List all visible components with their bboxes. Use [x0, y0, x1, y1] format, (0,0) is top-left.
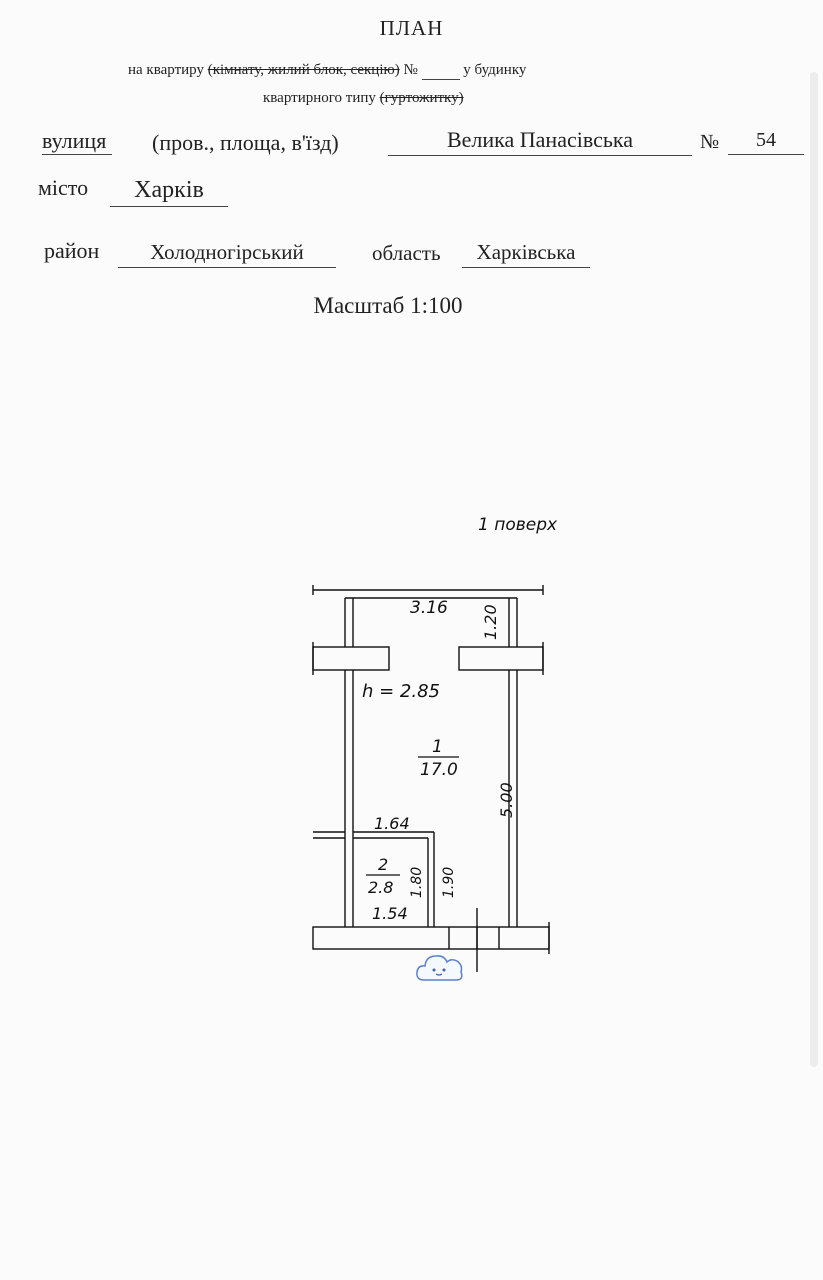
apartment-struck-text: (кімнату, жилий блок, секцію) [207, 62, 400, 78]
street-value: Велика Панасівська [388, 127, 692, 156]
bottom-wall [312, 926, 550, 950]
floor-label: 1 поверх [478, 515, 558, 535]
apartment-number-label: № [403, 62, 418, 78]
ceiling-height: h = 2.85 [362, 681, 440, 702]
apartment-number-blank [421, 62, 460, 80]
apartment-suffix: у будинку [463, 62, 527, 78]
room1-area: 17.0 [420, 760, 458, 780]
street-note: (пров., площа, в'їзд) [152, 130, 339, 155]
room2-area: 2.8 [368, 878, 393, 897]
right-partition [458, 646, 544, 671]
dim-small-top: 1.64 [374, 814, 410, 833]
scale-label: Масштаб 1:100 [313, 293, 463, 318]
district-label: район [44, 238, 100, 263]
dim-right-length: 5.00 [497, 782, 516, 818]
apartment-line: на квартиру (кімнату, жилий блок, секцію… [128, 62, 526, 80]
house-number-label: № [700, 131, 720, 153]
city-label: місто [38, 175, 89, 200]
district-value: Холодногірський [118, 240, 336, 268]
room1-number: 1 [432, 737, 443, 757]
street-label: вулиця [42, 128, 113, 155]
dim-small-bottom: 1.54 [372, 904, 408, 923]
room2-number: 2 [378, 855, 388, 874]
building-type-prefix: квартирного типу [263, 90, 376, 106]
building-type-line: квартирного типу (гуртожитку) [263, 90, 464, 107]
region-label: область [372, 241, 441, 265]
region-value: Харківська [462, 240, 590, 268]
dim-top-width: 3.16 [410, 598, 448, 618]
building-type-struck: (гуртожитку) [379, 90, 464, 106]
city-value: Харків [110, 177, 228, 207]
apartment-prefix: на квартиру [128, 62, 204, 78]
left-partition [312, 646, 390, 671]
dim-small-left-height: 1.80 [409, 867, 425, 898]
dim-small-right-height: 1.90 [441, 867, 457, 898]
scrollbar[interactable] [810, 72, 818, 1067]
house-number-value: 54 [728, 129, 804, 155]
dim-top-depth: 1.20 [481, 604, 500, 640]
document-title: ПЛАН [379, 16, 444, 40]
cloud-watermark-icon [416, 955, 463, 981]
